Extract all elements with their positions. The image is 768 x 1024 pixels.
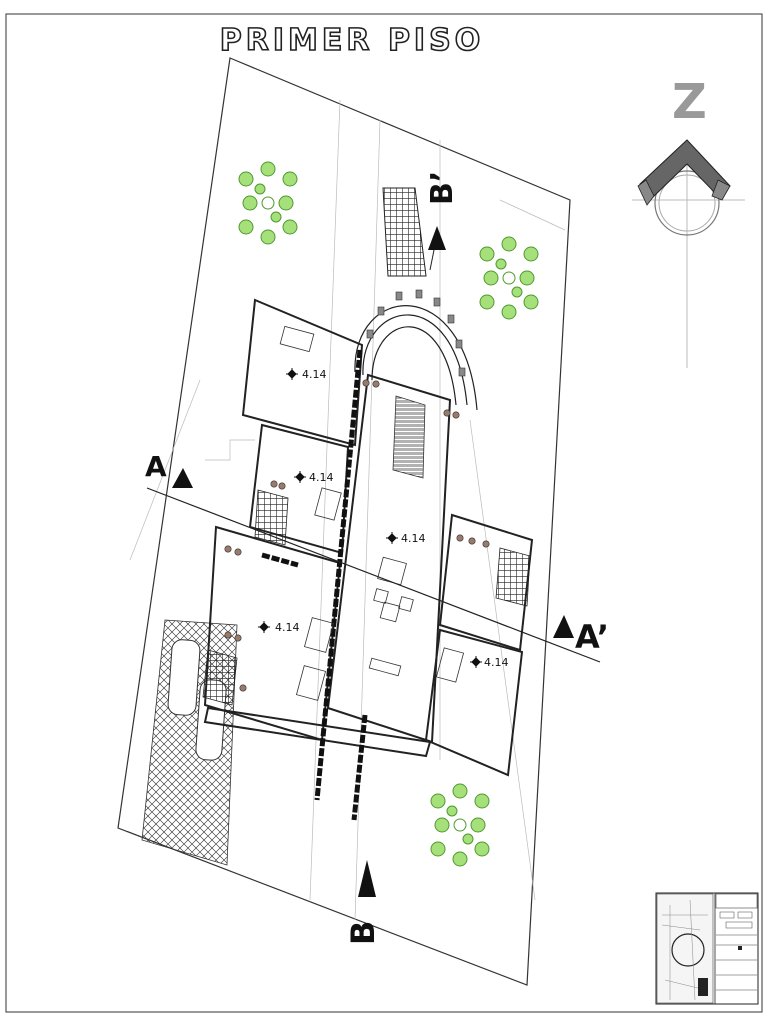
level-marker-3: 4.14 [386,532,426,545]
heavy-walls [261,349,368,821]
apse [354,305,478,411]
north-arrow-icon: Z [632,74,745,368]
hatched-boxes [202,489,531,706]
level-label: 4.14 [484,656,509,669]
tree-icon [238,161,298,245]
section-label-b: B [344,921,382,945]
level-label: 4.14 [309,471,334,484]
tree-icon [479,236,539,320]
level-marker-2: 4.14 [294,471,334,484]
columns [224,379,490,692]
level-marker-1: 4.14 [286,368,327,381]
section-arrow-icon [428,226,446,250]
sheet-border [5,13,763,1013]
title-block [655,892,759,1005]
section-label-a: A [145,450,167,483]
level-label: 4.14 [302,368,327,381]
furniture [279,325,465,701]
level-marker-4: 4.14 [258,621,300,634]
section-label-a-prime: A’ [575,618,609,656]
tree-icon [430,783,490,867]
section-arrow-icon [172,468,193,488]
section-line-a [146,487,601,663]
building-walls [203,298,534,777]
interior-stair [392,395,426,479]
north-letter: Z [672,74,707,130]
page-title: PRIMER PISO [220,23,484,58]
plot-boundary [117,57,571,986]
level-label: 4.14 [401,532,426,545]
section-arrow-icon [358,860,376,897]
front-stair [382,187,427,277]
level-label: 4.14 [275,621,300,634]
apse-columns [366,289,466,377]
section-label-b-prime: B’ [425,171,460,205]
section-arrow-icon [553,615,574,638]
level-marker-5: 4.14 [470,656,509,669]
